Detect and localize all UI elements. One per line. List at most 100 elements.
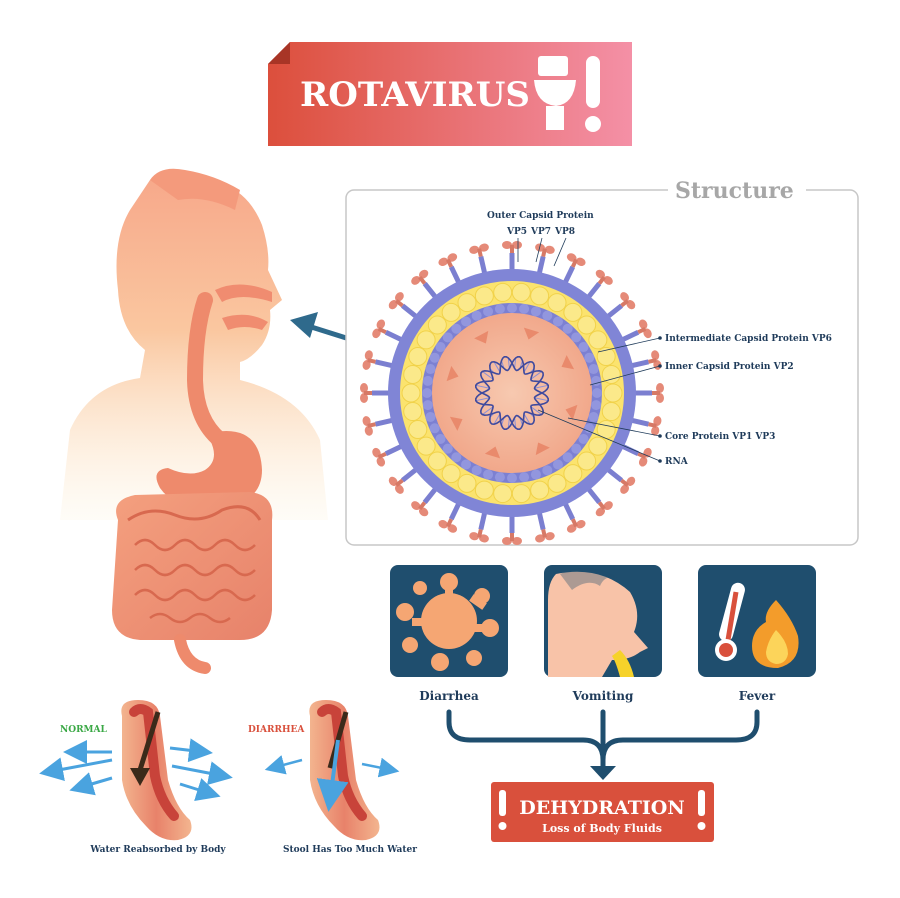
bead <box>471 465 482 476</box>
bead <box>416 330 436 350</box>
bead <box>588 330 608 350</box>
bead <box>571 332 582 343</box>
bead <box>442 332 453 343</box>
bead <box>552 316 563 327</box>
symptoms-connector <box>446 709 760 771</box>
exclamation-icon <box>585 56 601 132</box>
rna-rung <box>475 397 490 402</box>
bead <box>425 364 436 375</box>
rna-rung <box>534 397 549 402</box>
digestive-system <box>112 284 273 674</box>
symptom-card-vomiting: Vomiting <box>544 565 662 703</box>
bead <box>493 282 513 302</box>
label-vp8: VP8 <box>554 227 575 237</box>
bead <box>494 472 505 483</box>
exclamation-icon <box>698 790 705 816</box>
bead <box>571 443 582 454</box>
bead <box>457 293 477 313</box>
toilet-icon <box>534 56 576 130</box>
spike <box>372 319 405 344</box>
bead <box>483 306 494 317</box>
bead <box>511 282 531 302</box>
bead <box>422 388 432 398</box>
symptom-label-vomiting: Vomiting <box>572 689 634 703</box>
bead <box>591 400 602 411</box>
bead <box>511 484 531 504</box>
normal-tag: NORMAL <box>60 725 107 735</box>
page-title: ROTAVIRUS <box>300 75 530 115</box>
rna-rung <box>493 361 501 373</box>
bead <box>530 286 550 306</box>
vomiting-child-icon <box>548 567 648 677</box>
bead <box>441 464 461 484</box>
bead <box>588 436 608 456</box>
structure-heading: Structure <box>675 178 794 204</box>
intestine-diarrhea: DIARRHEA Stool Has Too Much Water <box>248 700 417 855</box>
bead <box>494 303 505 314</box>
bead <box>441 302 461 322</box>
structure-labels: Outer Capsid Protein VP5 VP7 VP8 Interme… <box>487 211 832 467</box>
bead <box>461 459 472 470</box>
bead <box>542 310 553 321</box>
rna-rung <box>530 406 542 415</box>
bead <box>542 465 553 476</box>
rna-strand-b <box>475 356 549 430</box>
bead <box>451 452 462 463</box>
rna-strand <box>475 356 549 430</box>
rna-rung <box>507 417 510 429</box>
bead <box>457 473 477 493</box>
rna-rung <box>482 371 494 380</box>
core-protein <box>446 365 459 382</box>
exclamation-icon <box>499 790 506 816</box>
bead <box>530 306 541 317</box>
label-outer-capsid: Outer Capsid Protein <box>487 211 594 221</box>
bead <box>427 451 447 471</box>
core-proteins <box>446 327 578 459</box>
intestine-normal: NORMAL Water Reabsorbed by Body <box>39 700 233 855</box>
core-protein <box>565 404 578 421</box>
bead <box>422 400 433 411</box>
bead <box>578 342 589 353</box>
bead <box>603 383 623 403</box>
symptom-card-fever: Fever <box>698 565 816 703</box>
bead <box>562 452 573 463</box>
bead <box>530 480 550 500</box>
splash-icon <box>396 573 499 671</box>
core-protein <box>449 416 463 431</box>
bead <box>507 473 517 483</box>
rna-rung <box>482 406 494 415</box>
bead <box>427 315 447 335</box>
bead <box>577 451 597 471</box>
inner-capsid-beads <box>422 303 602 483</box>
core-protein <box>474 330 489 344</box>
spike <box>438 253 463 286</box>
bead <box>577 315 597 335</box>
intermediate-capsid-beads <box>401 282 623 504</box>
rna-rung <box>514 357 517 369</box>
rna-rung <box>523 361 531 373</box>
rotavirus-particle <box>360 241 664 545</box>
bead <box>584 352 595 363</box>
bead <box>601 402 621 422</box>
bead <box>562 323 573 334</box>
label-core-protein: Core Protein VP1 VP3 <box>665 432 775 442</box>
label-vp7: VP7 <box>530 227 551 237</box>
bead <box>474 480 494 500</box>
symptom-card-diarrhea: Diarrhea <box>390 565 508 703</box>
bead <box>451 323 462 334</box>
bead <box>403 402 423 422</box>
bead <box>429 352 440 363</box>
bead <box>601 364 621 384</box>
bead <box>435 342 446 353</box>
bead <box>519 472 530 483</box>
bead <box>483 469 494 480</box>
bead <box>416 436 436 456</box>
bead <box>493 484 513 504</box>
dehydration-box: DEHYDRATION Loss of Body Fluids <box>491 782 714 842</box>
diarrhea-caption: Stool Has Too Much Water <box>283 845 417 855</box>
diarrhea-tag: DIARRHEA <box>248 725 305 735</box>
bead <box>547 293 567 313</box>
bead <box>471 310 482 321</box>
dehydration-subtitle: Loss of Body Fluids <box>542 822 662 835</box>
